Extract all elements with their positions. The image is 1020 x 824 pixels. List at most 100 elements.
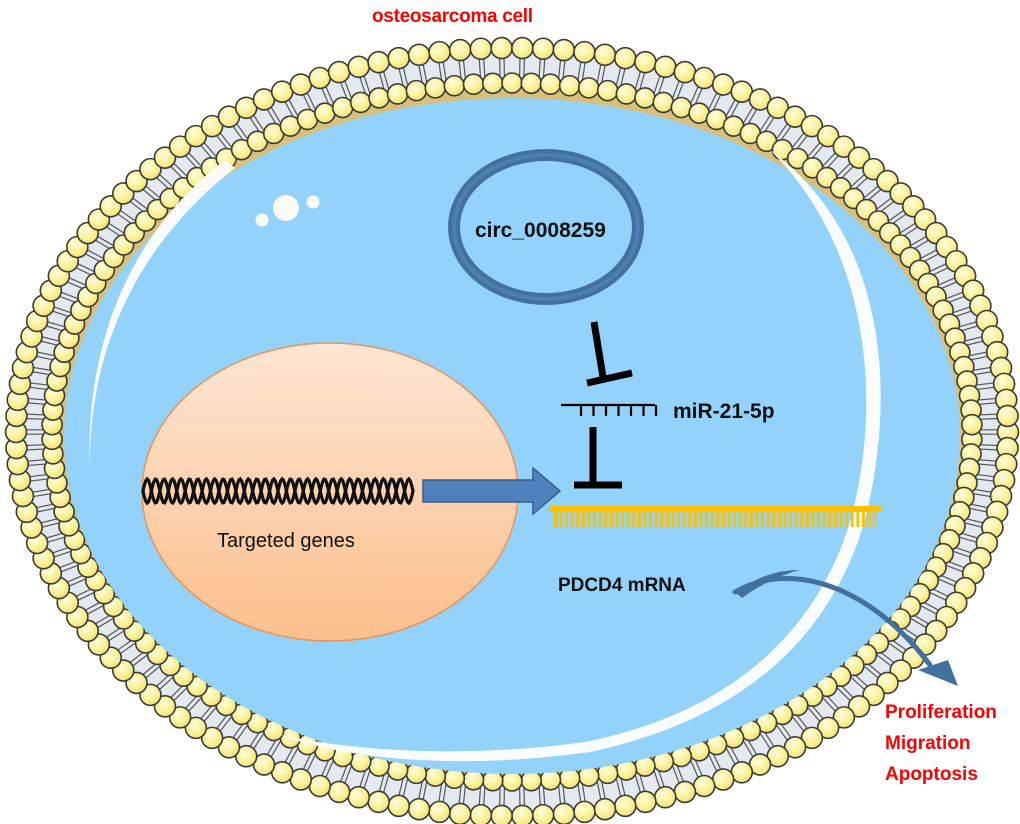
nucleus-label: Targeted genes [217, 530, 355, 552]
lipid-head [347, 55, 371, 79]
mrna-base [671, 510, 675, 527]
circrna-label: circ_0008259 [475, 219, 606, 242]
cytoplasm-highlight-right [280, 150, 881, 762]
lipid-head [531, 37, 555, 61]
mrna-base [761, 510, 764, 527]
mrna-base [638, 510, 641, 527]
lipid-head [692, 66, 716, 90]
mrna-base [654, 510, 658, 527]
inhibition-symbol-mir-to-mrna [574, 427, 622, 489]
mrna-base [688, 510, 692, 527]
mirna-strand-icon [561, 403, 658, 416]
lipid-head [577, 77, 600, 99]
lipid-head [613, 46, 637, 70]
outer-lipid-heads [4, 36, 1020, 824]
lipid-head [670, 96, 693, 119]
diagram-title: osteosarcoma cell [372, 6, 533, 27]
lipid-head [711, 768, 735, 791]
lipid-head [331, 96, 354, 119]
lipid-head [832, 135, 856, 158]
lipid-head [428, 40, 451, 64]
mrna-base [822, 510, 826, 527]
vesicle-bubbles [255, 195, 320, 227]
pdcd4-mrna-strand-icon [549, 506, 882, 527]
mrna-base [772, 510, 776, 527]
outcome-apoptosis: Apoptosis [885, 764, 978, 785]
lipid-head [800, 114, 824, 138]
transcription-arrow [422, 466, 562, 516]
inhibition-symbol-circ-to-mir [586, 321, 633, 387]
mrna-base [666, 510, 669, 527]
mrna-base [682, 510, 686, 527]
lipid-head [996, 404, 1019, 428]
lipid-head [327, 60, 351, 84]
lipid-head [531, 803, 555, 824]
mrna-base [750, 510, 753, 527]
lipid-head [511, 804, 534, 824]
lipid-head [448, 802, 472, 824]
mrna-base [677, 510, 680, 527]
mrna-base [576, 510, 580, 527]
lipid-head [634, 790, 657, 814]
lipid-head [217, 736, 241, 759]
mrna-base [649, 510, 652, 527]
mrna-base [722, 510, 725, 527]
mrna-base [716, 510, 720, 527]
lipid-head [168, 135, 192, 158]
mrna-base [626, 510, 630, 527]
lipid-head [153, 146, 177, 169]
lipid-head [520, 72, 543, 95]
lipid-head [405, 79, 428, 102]
mrna-base [806, 510, 809, 527]
mrna-base [727, 510, 731, 527]
mrna-base [621, 510, 624, 527]
lipid-head [511, 36, 534, 60]
mrna-base [817, 510, 820, 527]
mrna-base [744, 510, 748, 527]
lipid-head [552, 802, 576, 824]
mrna-base [582, 510, 585, 527]
lipid-head [593, 797, 617, 821]
lipid-head [634, 50, 657, 74]
lipid-head [428, 800, 451, 824]
lipid-head [783, 105, 807, 128]
mrna-label: PDCD4 mRNA [558, 575, 686, 596]
mrna-base [705, 510, 708, 527]
lipid-head [692, 774, 716, 798]
mrna-base [839, 510, 843, 527]
lipid-head [573, 800, 596, 824]
lipid-head [349, 91, 372, 114]
outcome-proliferation: Proliferation [885, 702, 997, 723]
mirna-label: miR-21-5p [673, 400, 775, 423]
mrna-base [565, 510, 568, 527]
lipid-head [424, 77, 447, 99]
mrna-base [733, 510, 736, 527]
lipid-head [448, 38, 472, 62]
curved-effect-arrow [732, 570, 958, 686]
lipid-head [407, 797, 431, 821]
cytoplasm-highlight-left [89, 160, 235, 470]
mrna-base [615, 510, 619, 527]
mrna-base [800, 510, 804, 527]
lipid-head [308, 774, 332, 798]
mrna-base [593, 510, 596, 527]
lipid-head [615, 83, 638, 105]
dna-helix-icon [141, 476, 415, 506]
mrna-base [755, 510, 759, 527]
lipid-head [490, 36, 513, 60]
lipid-head [327, 780, 351, 804]
mrna-base [834, 510, 837, 527]
lipid-head [469, 37, 493, 61]
lipid-head [673, 60, 697, 84]
lipid-head [961, 413, 983, 436]
lipid-head [573, 40, 596, 64]
mrna-base [632, 510, 636, 527]
mrna-base [845, 510, 848, 527]
inner-lipid-heads [41, 72, 983, 792]
lipid-head [558, 74, 581, 97]
lipid-head [847, 695, 871, 718]
mrna-base [554, 510, 557, 527]
lipid-head [407, 43, 431, 67]
mrna-base [828, 510, 832, 527]
